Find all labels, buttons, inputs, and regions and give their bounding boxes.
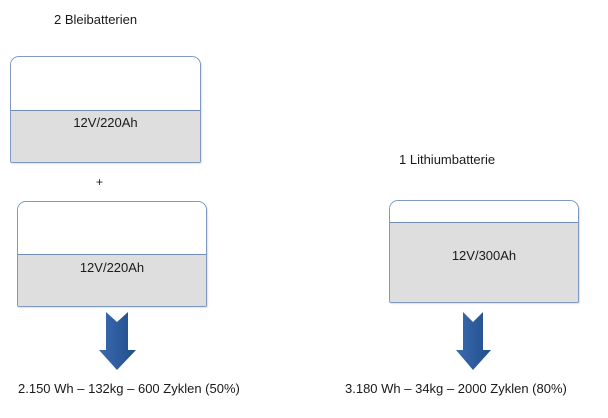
lithium-result-text: 3.180 Wh – 34kg – 2000 Zyklen (80%) [345,381,567,396]
battery-body: 12V/220Ah [11,110,200,162]
battery-top [11,57,200,110]
lead-result-text: 2.150 Wh – 132kg – 600 Zyklen (50%) [18,381,240,396]
battery-body: 12V/220Ah [18,254,206,306]
battery-body: 12V/300Ah [390,222,578,302]
battery-capacity-label: 12V/300Ah [451,248,517,263]
down-arrow-icon [456,312,491,370]
battery-capacity-label: 12V/220Ah [73,115,138,130]
down-arrow-icon [99,312,136,370]
lead-battery-1: 12V/220Ah [10,56,201,163]
battery-top [390,201,578,222]
battery-top [18,202,206,254]
battery-capacity-label: 12V/220Ah [79,260,145,275]
lithium-group-title: 1 Lithiumbatterie [399,152,496,167]
lead-battery-2: 12V/220Ah [17,201,207,307]
lithium-battery: 12V/300Ah [389,200,579,303]
lead-group-title: 2 Bleibatterien [54,12,138,27]
plus-sign: + [96,175,104,189]
